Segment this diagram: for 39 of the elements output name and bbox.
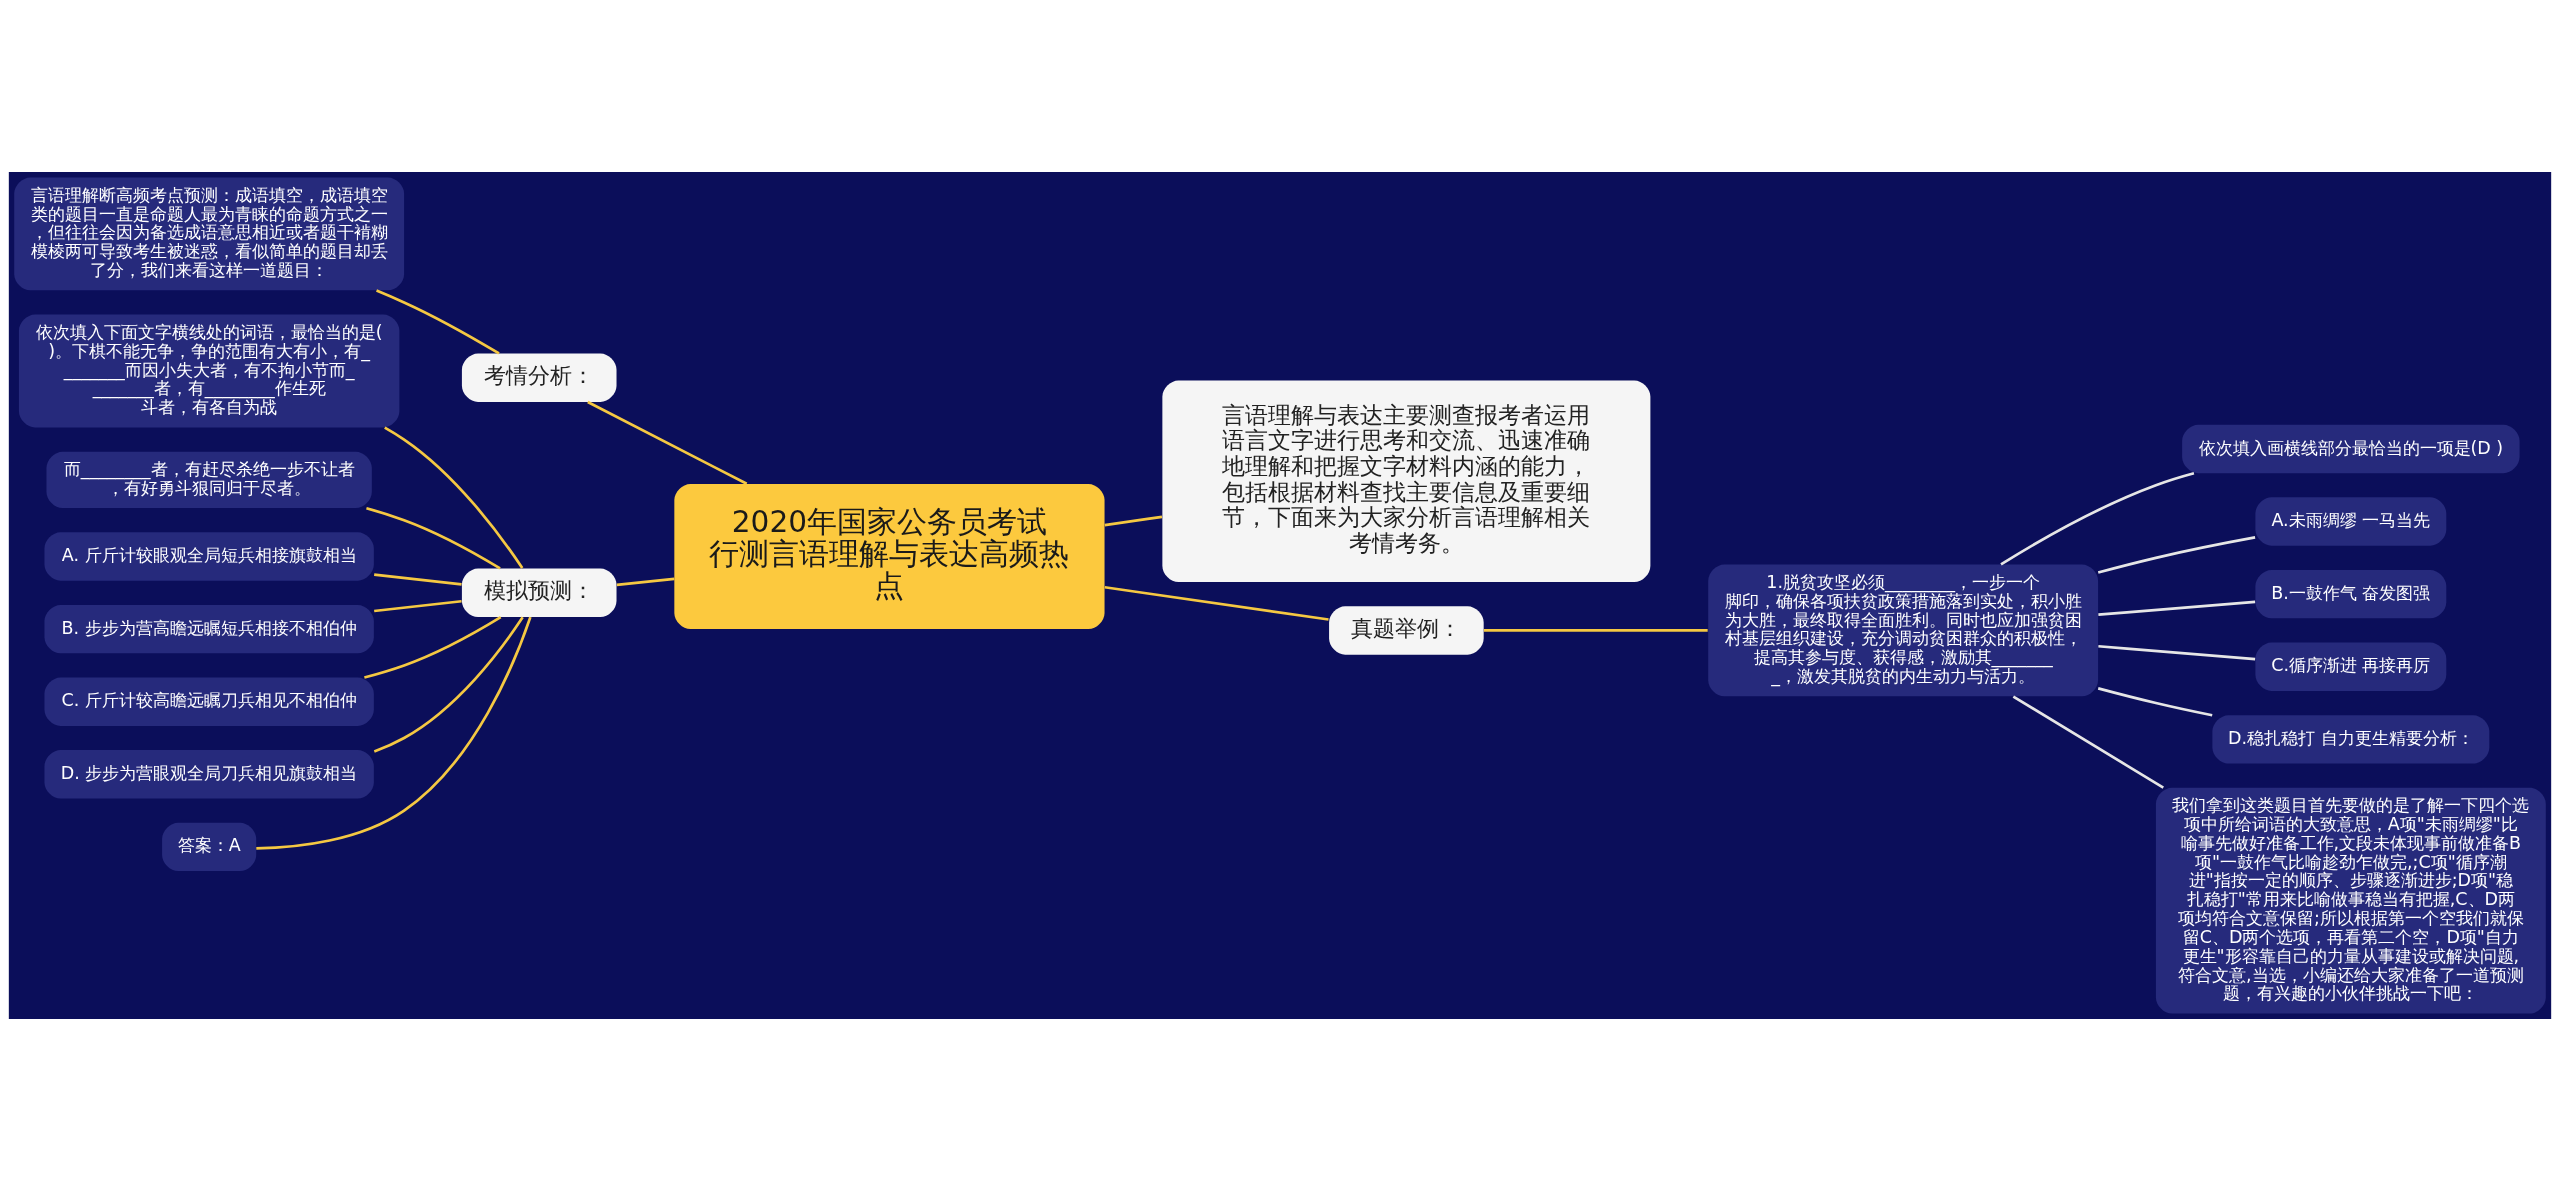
connector [384,426,524,569]
node-box: 依次填入下面文字横线处的词语，最恰当的是( )。下棋不能无争，争的范围有大有小，有________而因小失大者，有不拘小节而________者，有________作生死斗者，有各自为战 [18,314,400,428]
node-box: 我们拿到这类题目首先要做的是了解一下四个选项中所给词语的大致意思，A项"未雨绸缪"比喻事先做好准备工作,文段未体现事前做准备B项"一鼓作气比喻趁劲乍做完,;C项"循序潮进"指按一定的顺序、步骤逐渐进步;D项"稳扎稳打"常用来比喻做事稳当有把握,C、D两项均符合文意保留;所以根据第一个空我们就保留C、D两个选项，再看第二个空，D项"自力更生"形容靠自己的力量从事建设或解决问题,符合文意,当选，小编还给大家准备了一道预测题，有兴趣的小伙伴挑战一下吧： [2155,787,2546,1014]
node-box: 言语理解与表达主要测查报考者运用语言文字进行思考和交流、迅速准确地理解和把握文字材料内涵的能力，包括根据材料查找主要信息及重要细节，下面来为大家分析言语理解相关考情考务。 [1162,380,1651,583]
node-box: 考情分析： [461,353,617,402]
node-box: 2020年国家公务员考试行测言语理解与表达高频热点 [674,483,1105,630]
node-box: B. 步步为营高瞻远瞩短兵相接不相伯仲 [44,604,374,654]
connector [1483,629,1708,632]
connector [2098,600,2256,616]
node-box: B.一鼓作气 奋发图强 [2255,569,2447,619]
node-box: 言语理解断高频考点预测：成语填空，成语填空类的题目一直是命题人最为青睐的命题方式之一，但往往会因为备选成语意思相近或者题干褃糊模棱两可导致考生被迷惑，看似简单的题目却丢了分，我们来看这样一道题目： [14,177,405,291]
connector [376,289,500,355]
connector [366,506,501,570]
node-box: 真题举例： [1329,606,1484,655]
node-box: 模拟预测： [461,568,617,617]
connector [1104,585,1329,621]
node-box: C.循序渐进 再接再厉 [2255,642,2447,691]
node-box: A. 斤斤计较眼观全局短兵相接旗鼓相当 [44,532,374,581]
node-box: D. 步步为营眼观全局刀兵相见旗鼓相当 [44,750,374,799]
connector [374,573,462,586]
connector [1104,515,1163,527]
connector [373,616,524,753]
node-box: D.稳扎稳打 自力更生精要分析： [2212,715,2490,764]
connector [2012,695,2164,789]
connector [616,577,675,587]
connector [364,615,502,679]
node-box: 依次填入画横线部分最恰当的一项是(D ) [2182,424,2520,474]
node-box: A.未雨绸缪 一马当先 [2255,497,2447,546]
node-box: C. 斤斤计较高瞻远瞩刀兵相见不相伯仲 [44,677,374,726]
connector [2000,472,2195,566]
connector [2097,687,2213,717]
node-box: 答案：A [162,822,257,872]
node-box: 而________者，有赶尽杀绝一步不让者，有好勇斗狠同归于尽者。 [46,451,372,509]
connector [587,400,748,485]
connector [2097,536,2256,574]
node-box: 1.脱贫攻坚必须________，一步一个脚印，确保各项扶贫政策措施落到实处，积小胜为大胜，最终取得全面胜利。同时也应加强贫困村基层组织建设，充分调动贫困群众的积极性，提高其参与度、获得感，激励其________，激发其脱贫的内生动力与活力。 [1708,564,2099,697]
connector [256,616,532,850]
connector [2098,644,2256,661]
connector [374,599,462,613]
